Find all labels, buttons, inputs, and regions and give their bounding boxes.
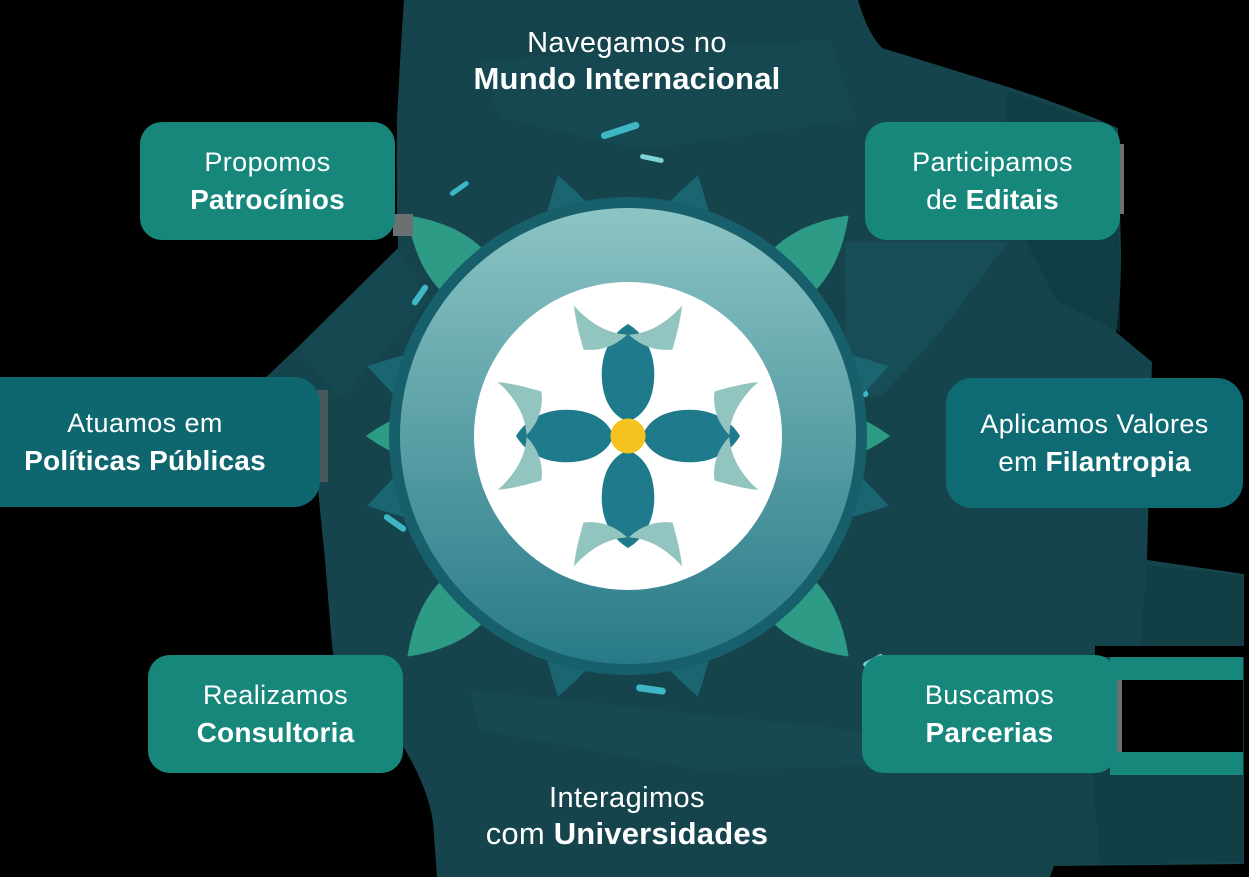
card-line2: em Filantropia xyxy=(998,445,1191,478)
card-line2: Consultoria xyxy=(197,716,355,749)
card-participamos-editais: Participamos de Editais xyxy=(865,122,1120,240)
card-line2-bold: Parcerias xyxy=(925,717,1054,748)
card-line2-bold: Consultoria xyxy=(196,717,355,748)
label-line2: Mundo Internacional xyxy=(325,61,929,96)
card-propomos-patrocinios: Propomos Patrocínios xyxy=(140,122,395,240)
flower-light-fins xyxy=(497,305,759,567)
card-politicas-publicas: Atuamos em Políticas Públicas xyxy=(0,377,320,507)
card-line2-bold: Filantropia xyxy=(1045,446,1191,477)
label-universidades: Interagimos com Universidades xyxy=(325,781,929,851)
card-line2-bold: Patrocínios xyxy=(190,184,345,215)
render-artifacts xyxy=(312,144,1249,775)
mandala-emblem xyxy=(365,175,891,697)
label-line2-prefix: com xyxy=(485,816,554,851)
flower-dark-petals xyxy=(516,324,740,548)
card-line2: de Editais xyxy=(926,183,1059,216)
card-line1: Propomos xyxy=(204,147,331,177)
card-valores-filantropia: Aplicamos Valores em Filantropia xyxy=(946,378,1243,508)
label-line2-bold: Universidades xyxy=(553,816,769,851)
card-line2-bold: Políticas Públicas xyxy=(24,445,266,476)
card-line1: Realizamos xyxy=(202,680,349,710)
card-line1: Buscamos xyxy=(924,680,1055,710)
flower-center-dot xyxy=(610,418,646,454)
card-line1: Participamos xyxy=(912,147,1073,177)
card-line2: Políticas Públicas xyxy=(24,444,266,477)
card-line2: Parcerias xyxy=(926,716,1054,749)
card-line1: Aplicamos Valores xyxy=(980,409,1209,439)
card-realizamos-consultoria: Realizamos Consultoria xyxy=(148,655,403,773)
mandala-flower-icon xyxy=(497,305,759,567)
label-line2: com Universidades xyxy=(325,816,929,851)
label-line1: Interagimos xyxy=(549,782,705,814)
label-mundo-internacional: Navegamos no Mundo Internacional xyxy=(325,26,929,96)
card-buscamos-parcerias: Buscamos Parcerias xyxy=(862,655,1117,773)
label-line1: Navegamos no xyxy=(527,27,727,59)
card-line2-prefix: de xyxy=(926,184,966,215)
card-line2-prefix: em xyxy=(998,446,1046,477)
label-line2-bold: Mundo Internacional xyxy=(473,61,781,96)
card-line2: Patrocínios xyxy=(190,183,345,216)
card-line1: Atuamos em xyxy=(67,408,223,438)
card-line2-bold: Editais xyxy=(965,184,1059,215)
